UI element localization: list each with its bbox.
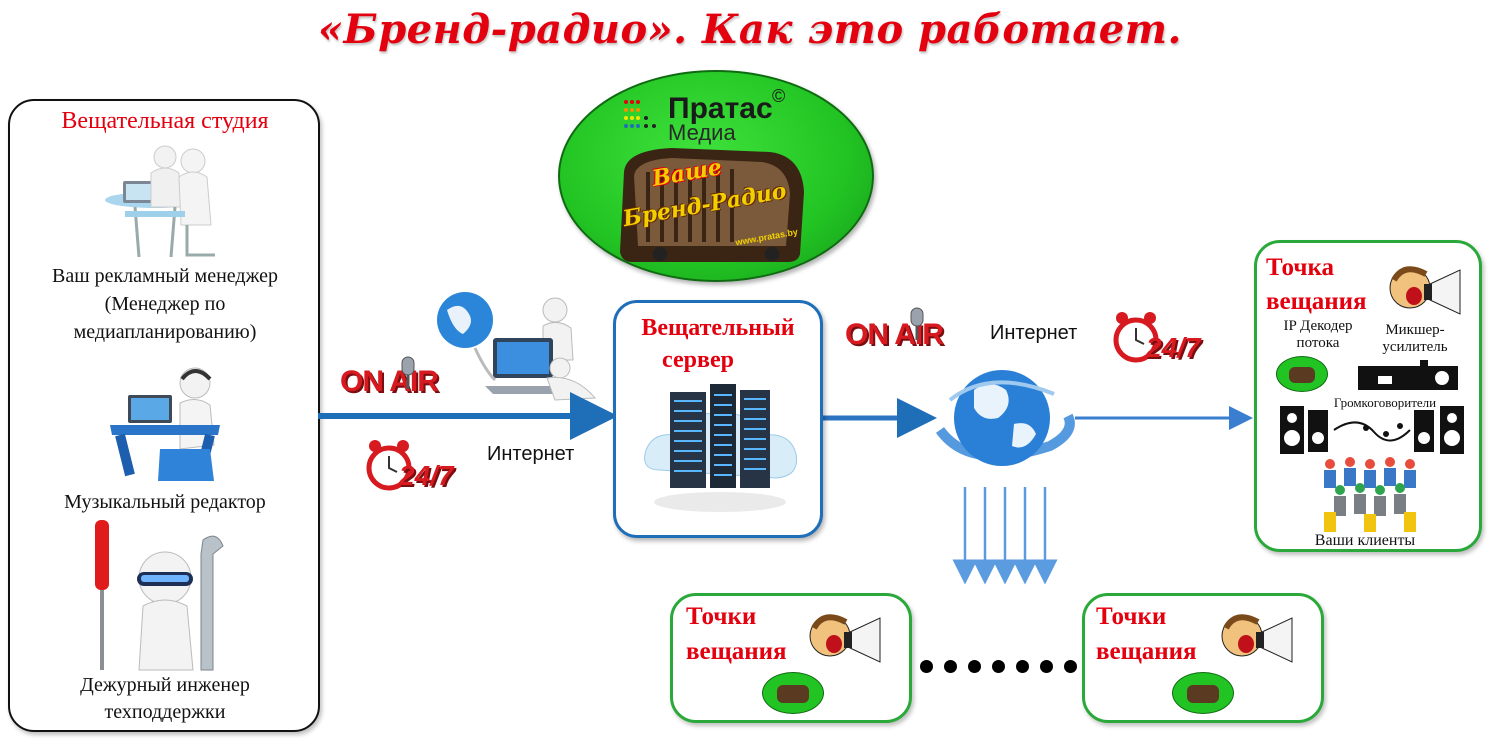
manager-label-line1: Ваш рекламный менеджер (51, 265, 279, 287)
logo-brand: Пратас (668, 92, 773, 125)
points-2-heading-line1: Точки (1096, 603, 1167, 630)
server-cloud-icon (644, 384, 798, 512)
alarm-clock-icon (366, 440, 412, 491)
on-air-badge-right: ON AIR (845, 307, 944, 352)
logo-copyright: © (772, 86, 786, 106)
ellipsis-dot (1016, 660, 1029, 673)
editor-illustration (110, 367, 220, 481)
ellipsis-dot (944, 660, 957, 673)
points-1-heading-line2: вещания (686, 638, 787, 665)
mixer-amplifier-icon (1358, 360, 1458, 390)
points-2-heading-line2: вещания (1096, 638, 1197, 665)
microphone-icon (401, 356, 415, 389)
clock-247-badge-right: 24/7 (1112, 310, 1222, 372)
alarm-clock-icon (1113, 312, 1159, 363)
logo-sub: Медиа (668, 120, 736, 145)
internet-label-right: Интернет (990, 322, 1078, 344)
speakers-icon (1280, 406, 1464, 454)
on-air-badge-left: ON AIR (340, 356, 439, 399)
shouting-man-megaphone-icon (809, 614, 881, 663)
point-heading-line1: Точка (1266, 254, 1335, 281)
server-heading-line2: сервер (662, 347, 734, 373)
engineer-label-line1: Дежурный инженер (80, 674, 250, 696)
ellipsis-dot (1040, 660, 1053, 673)
decoder-label-line2: потока (1296, 335, 1340, 351)
arrows-down-to-points (952, 487, 1058, 585)
retro-radio-icon (620, 148, 804, 262)
manager-illustration (105, 145, 215, 258)
mixer-label-line1: Микшер- (1385, 322, 1445, 338)
shouting-man-megaphone-icon (1221, 614, 1293, 663)
shouting-man-megaphone-icon (1389, 266, 1461, 315)
microphone-icon (910, 307, 924, 340)
engineer-illustration (95, 520, 224, 671)
point-heading-line2: вещания (1266, 288, 1367, 315)
studio-heading: Вещательная студия (61, 108, 269, 134)
points-1-heading-line1: Точки (686, 603, 757, 630)
internet-globe-icon (935, 370, 1075, 466)
logo-dots-icon (624, 100, 656, 128)
editor-label: Музыкальный редактор (64, 491, 266, 513)
ellipsis-dot (968, 660, 981, 673)
mixer-label-line2: усилитель (1382, 339, 1448, 355)
manager-label-line2: (Менеджер по (104, 293, 226, 315)
manager-label-line3: медиапланированию) (73, 321, 257, 343)
clients-crowd-icon (1324, 457, 1416, 532)
speakers-label: Громкоговорители (1333, 395, 1437, 410)
points-2-logo-icon (1172, 672, 1234, 714)
decoder-label-line1: IP Декодер (1283, 318, 1353, 334)
clients-label: Ваши клиенты (1314, 532, 1416, 549)
decoder-logo-icon (1276, 356, 1328, 392)
points-1-logo-icon (762, 672, 824, 714)
ellipsis-dot (920, 660, 933, 673)
server-heading-line1: Вещательный (641, 315, 795, 341)
ellipsis-dot (1064, 660, 1077, 673)
ellipsis-dot (992, 660, 1005, 673)
diagram-title: «Бренд-радио». Как это работает. (318, 6, 1182, 53)
engineer-label-line2: техподдержки (104, 701, 226, 723)
clock-247-badge-left: 24/7 (365, 438, 475, 500)
internet-label-left: Интернет (487, 443, 575, 465)
